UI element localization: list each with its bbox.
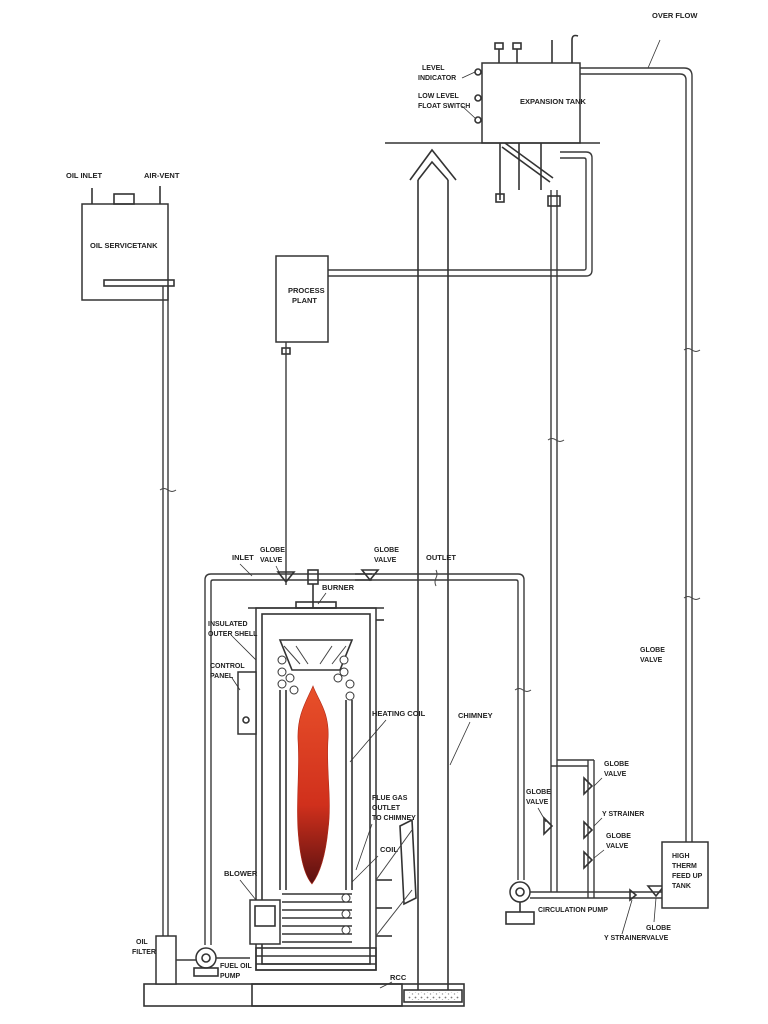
float-switch-label: FLOAT SWITCH (418, 103, 470, 110)
flue-gas-label-2: OUTLET (372, 805, 401, 812)
oil-inlet-label: OIL INLET (66, 171, 103, 180)
globe-valve-right (583, 776, 594, 796)
burner-label: BURNER (322, 583, 355, 592)
coil-label: COIL (380, 845, 398, 854)
globe-valve-bottom-label: GLOBE (646, 925, 671, 932)
rcc-label: RCC (390, 973, 407, 982)
heater-shell (248, 601, 392, 971)
circulation-pump-label: CIRCULATION PUMP (538, 907, 608, 914)
flue-gas-label-3: TO CHIMNEY (372, 815, 416, 822)
globe-valve-lower-label-2: VALVE (606, 843, 629, 850)
y-strainer-lower-label: Y STRAINER (604, 935, 646, 942)
oil-service-tank-label: OIL SERVICETANK (90, 241, 158, 250)
feed-up-tank: HIGH THERM FEED UP TANK (661, 841, 709, 909)
globe-valve-left-label-2: VALVE (526, 799, 549, 806)
control-panel-label: CONTROL (210, 663, 245, 670)
bottom-coil (282, 893, 352, 943)
chimney-label: CHIMNEY (458, 711, 493, 720)
expansion-tank: EXPANSION TANK (474, 34, 587, 203)
globe-valve-mid-label: GLOBE (640, 647, 665, 654)
outer-shell-label: OUTER SHELL (208, 631, 258, 638)
control-panel-label-2: PANEL (210, 673, 234, 680)
globe-valve-right-label: GLOBE (604, 761, 629, 768)
globe-valve-left-label: GLOBE (526, 789, 551, 796)
process-plant-label-2: PLANT (292, 296, 317, 305)
globe-valve-inlet-label: GLOBE (260, 547, 285, 554)
globe-valve-lower (583, 850, 594, 870)
globe-valve-left (543, 816, 554, 836)
globe-valve-right-label-2: VALVE (604, 771, 627, 778)
globe-valve-inlet-label-2: VALVE (260, 557, 283, 564)
level-indicator-label: LEVEL (422, 65, 445, 72)
globe-valve-mid-label-2: VALVE (640, 657, 663, 664)
process-plant-label: PROCESS (288, 286, 325, 295)
heating-coil-label: HEATING COIL (372, 709, 426, 718)
y-strainer-upper-label: Y STRAINER (602, 811, 644, 818)
oil-service-tank: OIL SERVICETANK (81, 186, 175, 301)
air-vent-label: AIR-VENT (144, 171, 180, 180)
fuel-oil-pump (195, 947, 217, 969)
flue-gas-label: FLUE GAS (372, 795, 408, 802)
oil-filter-label-2: FILTER (132, 949, 156, 956)
level-indicator-label-2: INDICATOR (418, 75, 456, 82)
low-level-label: LOW LEVEL (418, 93, 460, 100)
globe-valve-bottom-label-2: VALVE (646, 935, 669, 942)
expansion-tank-label: EXPANSION TANK (520, 97, 587, 106)
feed-tank-label-4: TANK (672, 883, 691, 890)
process-plant: PROCESS PLANT (275, 255, 329, 355)
globe-valve-outlet-label: GLOBE (374, 547, 399, 554)
coil-left (277, 655, 299, 890)
globe-valve-outlet-label-2: VALVE (374, 557, 397, 564)
oil-filter-label: OIL (136, 939, 148, 946)
coil-right (333, 655, 355, 890)
globe-valve-lower-label: GLOBE (606, 833, 631, 840)
chimney (403, 148, 463, 1003)
overflow-label: OVER FLOW (652, 11, 698, 20)
inlet-label: INLET (232, 553, 254, 562)
flame (297, 685, 330, 885)
feed-tank-label-3: FEED UP (672, 873, 703, 880)
circulation-pump (505, 881, 535, 925)
fuel-oil-pump-label-2: PUMP (220, 973, 241, 980)
control-panel (237, 671, 257, 735)
feed-tank-label-2: THERM (672, 863, 697, 870)
insulated-label: INSULATED (208, 621, 248, 628)
feed-tank-label: HIGH (672, 853, 690, 860)
oil-filter (155, 935, 177, 985)
outlet-label: OUTLET (426, 553, 456, 562)
y-strainer-upper (583, 820, 594, 840)
blower-label: BLOWER (224, 869, 258, 878)
fuel-oil-pump-label: FUEL OIL (220, 963, 252, 970)
